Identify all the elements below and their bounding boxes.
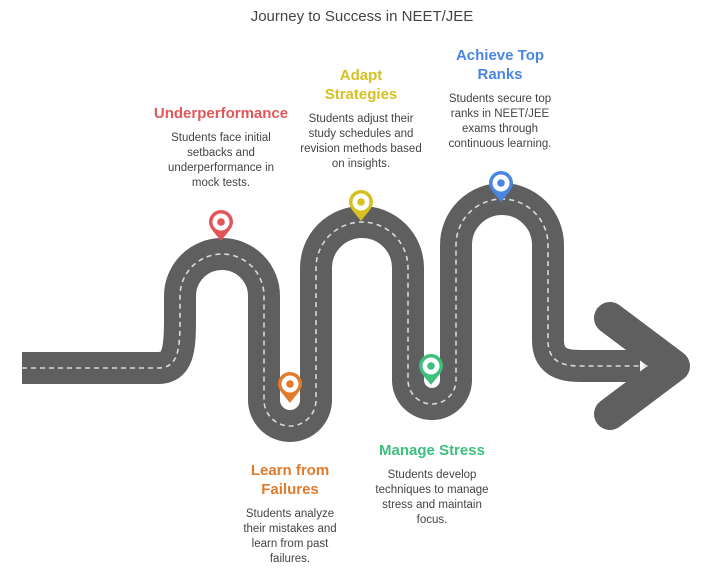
stage-achieve-top-ranks: Achieve Top Ranks Students secure top ra… (438, 46, 562, 152)
stage-heading: Achieve Top Ranks (455, 47, 545, 83)
location-pin-icon (419, 354, 443, 385)
location-pin-icon (489, 171, 513, 202)
stage-heading: Underperformance (153, 105, 289, 122)
stage-learn-from-failures: Learn from Failures Students analyze the… (238, 461, 342, 567)
stage-description: Students develop techniques to manage st… (375, 469, 489, 526)
stage-manage-stress: Manage Stress Students develop technique… (366, 441, 498, 528)
stage-heading: Learn from Failures (250, 462, 330, 498)
location-pin-icon (209, 210, 233, 241)
diagram-title: Journey to Success in NEET/JEE (250, 8, 474, 25)
location-pin-icon (278, 372, 302, 403)
stage-description: Students secure top ranks in NEET/JEE ex… (448, 93, 552, 150)
stage-heading: Manage Stress (379, 442, 485, 459)
stage-adapt-strategies: Adapt Strategies Students adjust their s… (299, 66, 423, 172)
stage-description: Students face initial setbacks and under… (167, 132, 275, 189)
stage-underperformance: Underperformance Students face initial s… (141, 104, 301, 191)
road-path (22, 183, 640, 442)
road-arrow-head (594, 302, 690, 430)
stage-description: Students analyze their mistakes and lear… (243, 508, 337, 565)
location-pin-icon (349, 190, 373, 221)
stage-heading: Adapt Strategies (324, 67, 398, 103)
stage-description: Students adjust their study schedules an… (300, 113, 422, 170)
